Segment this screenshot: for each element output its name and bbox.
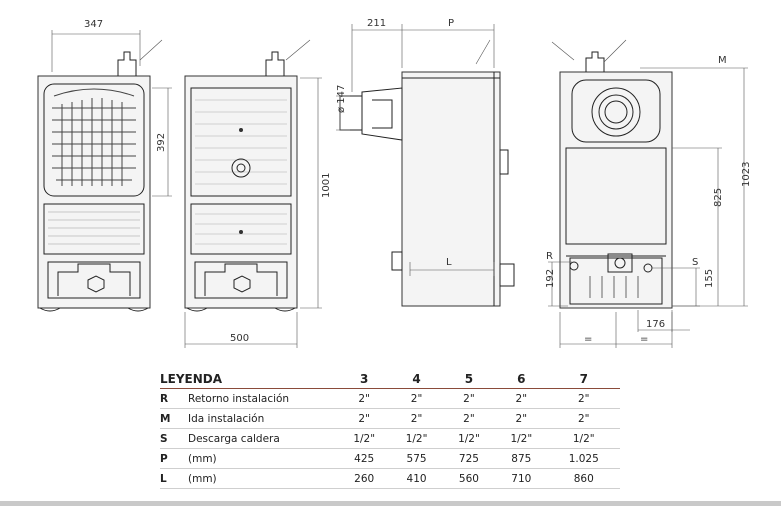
dim-347: 347 xyxy=(84,19,103,30)
legend-table: LEYENDA 3 4 5 6 7 R Retorno instalación … xyxy=(160,369,620,489)
dim-392: 392 xyxy=(156,133,167,152)
legend-code: S xyxy=(160,428,188,449)
legend-cell: 560 xyxy=(442,468,496,489)
legend-desc: (mm) xyxy=(188,448,338,469)
legend-cell: 2" xyxy=(442,388,496,409)
dim-147: ø 147 xyxy=(336,85,347,113)
dim-s: S xyxy=(692,257,698,268)
legend-col-3: 3 xyxy=(338,369,391,389)
legend-desc: (mm) xyxy=(188,468,338,489)
legend-col-4: 4 xyxy=(390,369,443,389)
legend-cell: 710 xyxy=(495,468,548,489)
legend-col-6: 6 xyxy=(495,369,548,389)
side-view: 211 P ø 147 L xyxy=(336,18,515,307)
legend-cell: 260 xyxy=(338,468,391,489)
dim-1001: 1001 xyxy=(321,173,332,198)
dim-p: P xyxy=(448,18,454,29)
legend-row-p: P (mm) 425 575 725 875 1.025 xyxy=(160,448,620,469)
legend-cell: 2" xyxy=(390,408,443,429)
legend-row-r: R Retorno instalación 2" 2" 2" 2" 2" xyxy=(160,388,620,409)
dim-l: L xyxy=(446,257,452,268)
boiler-technical-drawing: 347 392 1001 500 xyxy=(37,18,752,348)
legend-desc: Descarga caldera xyxy=(188,428,338,449)
legend-cell: 410 xyxy=(390,468,443,489)
legend-row-l: L (mm) 260 410 560 710 860 xyxy=(160,468,620,489)
dim-500: 500 xyxy=(230,333,249,344)
legend-cell: 1/2" xyxy=(495,428,548,449)
legend-cell: 1/2" xyxy=(547,428,620,449)
legend-cell: 425 xyxy=(338,448,391,469)
front-view-open: 347 392 xyxy=(37,19,172,312)
dim-825: 825 xyxy=(713,188,724,207)
legend-cell: 2" xyxy=(442,408,496,429)
dim-176: 176 xyxy=(646,319,665,330)
legend-cell: 2" xyxy=(495,388,548,409)
legend-cell: 2" xyxy=(547,388,620,409)
dim-155: 155 xyxy=(704,269,715,288)
legend-desc: Retorno instalación xyxy=(188,388,338,409)
legend-row-m: M Ida instalación 2" 2" 2" 2" 2" xyxy=(160,408,620,429)
legend-cell: 2" xyxy=(495,408,548,429)
legend-col-7: 7 xyxy=(547,369,620,389)
legend-row-s: S Descarga caldera 1/2" 1/2" 1/2" 1/2" 1… xyxy=(160,428,620,449)
dim-192: 192 xyxy=(545,269,556,288)
front-view-closed: 1001 500 xyxy=(184,39,332,348)
rear-view: M 825 1023 R 192 S 155 176 = = xyxy=(545,39,752,348)
legend-code: R xyxy=(160,388,188,409)
legend-code: L xyxy=(160,468,188,489)
bottom-divider xyxy=(0,501,781,506)
legend-col-5: 5 xyxy=(442,369,496,389)
legend-code: P xyxy=(160,448,188,469)
dim-211: 211 xyxy=(367,18,386,29)
legend-cell: 1.025 xyxy=(547,448,620,469)
dim-m: M xyxy=(718,55,727,66)
dim-1023: 1023 xyxy=(741,162,752,187)
legend-cell: 2" xyxy=(390,388,443,409)
legend-cell: 575 xyxy=(390,448,443,469)
dim-r: R xyxy=(546,251,553,262)
legend-cell: 1/2" xyxy=(390,428,443,449)
legend-cell: 860 xyxy=(547,468,620,489)
legend-desc: Ida instalación xyxy=(188,408,338,429)
legend-cell: 2" xyxy=(547,408,620,429)
legend-cell: 725 xyxy=(442,448,496,469)
legend-cell: 1/2" xyxy=(338,428,391,449)
dim-eq-right: = xyxy=(640,334,648,345)
legend-cell: 1/2" xyxy=(442,428,496,449)
legend-cell: 875 xyxy=(495,448,548,469)
dim-eq-left: = xyxy=(584,334,592,345)
legend-header-row: LEYENDA 3 4 5 6 7 xyxy=(160,369,620,389)
legend-cell: 2" xyxy=(338,408,391,429)
legend-code: M xyxy=(160,408,188,429)
legend-cell: 2" xyxy=(338,388,391,409)
legend-title: LEYENDA xyxy=(160,369,338,389)
